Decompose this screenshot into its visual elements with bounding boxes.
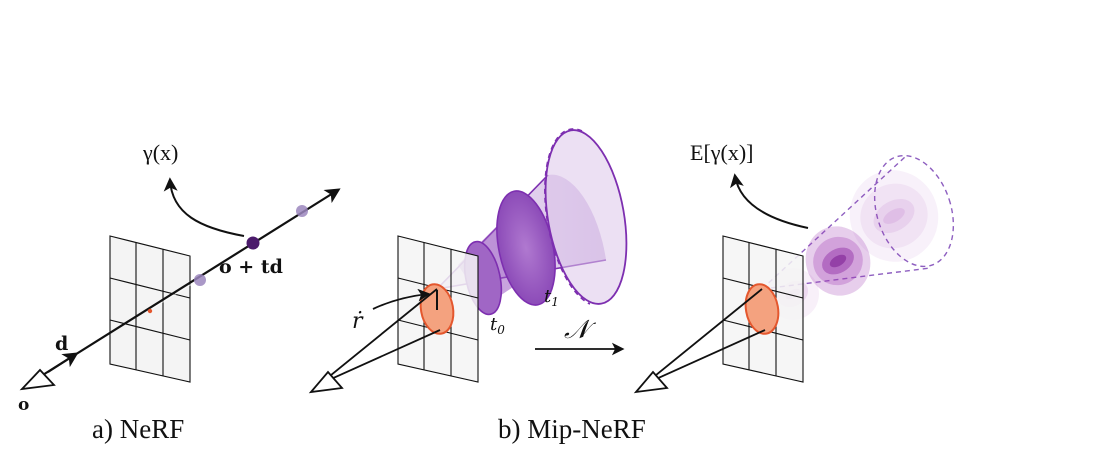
radius-arrow <box>372 288 431 310</box>
gaussian-blobs <box>767 170 939 320</box>
direction-arrow <box>47 352 79 373</box>
panel-b-ipe: E[γ(x)] <box>633 140 955 394</box>
r-dot-label: ṙ <box>352 309 364 334</box>
camera-eye-icon-a <box>19 368 56 391</box>
gamma-x-label: γ(x) <box>142 140 178 165</box>
ray-line <box>37 188 341 379</box>
panel-b-mipnerf: ṙ t0 t1 𝒩 b) Mip-NeRF <box>308 128 646 444</box>
expected-encoding-curve-arrow <box>730 173 809 229</box>
pixel-hit-point <box>147 308 153 314</box>
sample-point-main <box>246 236 260 250</box>
sample-point-faint-2 <box>296 205 308 217</box>
caption-a: a) NeRF <box>92 414 184 444</box>
expected-gamma-label: E[γ(x)] <box>690 140 753 165</box>
gaussian-n-label: 𝒩 <box>564 315 597 345</box>
cone-far-end <box>544 129 628 305</box>
point-o-plus-td-label: o + td <box>219 256 283 278</box>
origin-o-label: o <box>18 395 29 415</box>
sample-point-faint-1 <box>194 274 206 286</box>
camera-eye-icon-b <box>308 370 344 394</box>
direction-d-label: d <box>55 333 68 355</box>
camera-eye-icon-c <box>633 370 669 394</box>
encoding-curve-arrow <box>163 177 245 237</box>
caption-b: b) Mip-NeRF <box>498 414 646 444</box>
t0-label: t0 <box>490 314 505 337</box>
panel-a-nerf: γ(x) o + td d o a) NeRF <box>18 140 341 444</box>
